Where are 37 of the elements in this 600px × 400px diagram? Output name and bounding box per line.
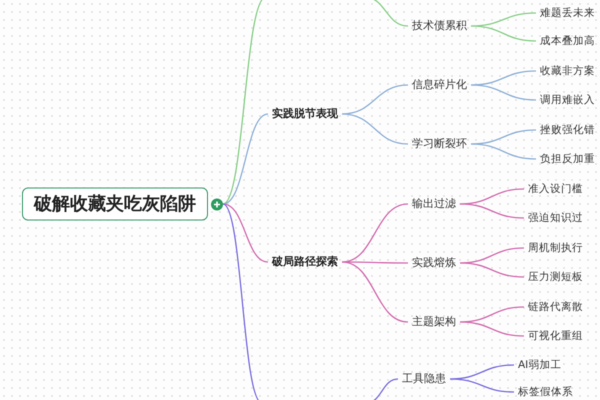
subtopic-label: 主题架构 <box>408 315 460 329</box>
leaf-topic-label: AI弱加工 <box>514 358 566 372</box>
leaf-topic-label: 准入设门槛 <box>524 182 587 196</box>
connector-line <box>460 203 524 219</box>
connector-line <box>470 25 536 42</box>
leaf-topic-label: 成本叠加高 <box>536 34 599 48</box>
subtopic-label: 学习断裂环 <box>408 137 471 151</box>
leaf-topic-label: 强迫知识过 <box>524 211 587 225</box>
connector-line <box>470 143 536 160</box>
branch-topic-label: 破局路径探索 <box>268 255 342 269</box>
subtopic-label: 工具隐患 <box>398 372 450 386</box>
subtopic-label: 输出过滤 <box>408 197 460 211</box>
subtopic-label: 信息碎片化 <box>408 78 471 92</box>
connector-line <box>460 321 524 337</box>
leaf-topic-label: 挫败强化错 <box>536 123 599 137</box>
leaf-topic-label: 负担反加重 <box>536 152 599 166</box>
root-topic-box: 破解收藏夹吃灰陷阱 <box>22 188 208 220</box>
connector-line <box>470 84 536 101</box>
connector-line <box>450 378 514 393</box>
connector-line <box>342 203 408 263</box>
leaf-topic-label: 周机制执行 <box>524 241 587 255</box>
leaf-topic-label: 收藏非方案 <box>536 64 599 78</box>
leaf-topic-label: 标签假体系 <box>514 385 577 399</box>
leaf-topic-label: 难题丢未来 <box>536 6 599 20</box>
branch-topic-label: 实践脱节表现 <box>268 107 342 121</box>
connector-line <box>222 203 268 263</box>
connector-line <box>342 113 408 145</box>
leaf-topic-label: 调用难嵌入 <box>536 93 599 107</box>
leaf-topic-label: 可视化重组 <box>524 329 587 343</box>
connector-line <box>342 84 408 115</box>
leaf-topic-label: 链路代离散 <box>524 300 587 314</box>
leaf-topic-label: 压力测短板 <box>524 270 587 284</box>
subtopic-label: 实践熔炼 <box>408 256 460 270</box>
connector-line <box>222 113 268 205</box>
connector-line <box>460 262 524 278</box>
connector-line <box>342 261 408 323</box>
subtopic-label: 技术债累积 <box>408 19 471 33</box>
